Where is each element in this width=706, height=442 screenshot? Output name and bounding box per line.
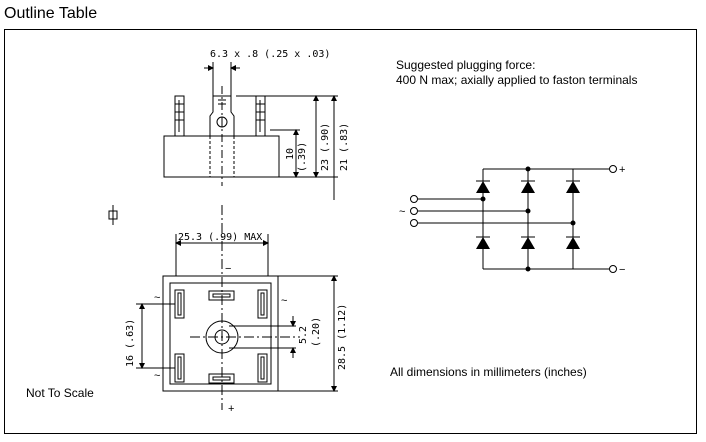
schematic-ac-label: ~ (399, 206, 405, 218)
diode-upper-2 (521, 180, 535, 193)
plugging-force-note: Suggested plugging force: 400 N max; axi… (396, 58, 637, 88)
diode-lower-2 (521, 236, 535, 249)
height-23-label: 23 (.90) (320, 123, 331, 171)
scale-note: Not To Scale (26, 386, 94, 400)
ac-symbol-top: ~ (154, 292, 160, 304)
left-16-label: 16 (.63) (125, 319, 136, 367)
top-view (136, 205, 338, 410)
side-view (163, 62, 338, 200)
diode-upper-1 (476, 180, 490, 193)
height-21-label: 21 (.83) (339, 123, 350, 171)
diode-upper-3 (566, 180, 580, 193)
page-title: Outline Table (4, 5, 98, 22)
schematic-plus-label: + (619, 164, 625, 176)
force-line-1: Suggested plugging force: (396, 58, 536, 72)
body-28-5-label: 28.5 (1.12) (337, 304, 348, 370)
force-line-2: 400 N max; axially applied to faston ter… (396, 73, 638, 87)
top-terminal-right-bottom (257, 353, 268, 383)
ac-symbol-right: ~ (281, 295, 287, 307)
diode-lower-1 (476, 236, 490, 249)
hole-5-2-label: 5.2 (298, 326, 309, 344)
hole-inch-label: (.20) (311, 317, 322, 347)
top-terminal-ac1 (174, 289, 185, 319)
bridge-schematic (410, 165, 617, 273)
plus-symbol-bottom: + (228, 403, 234, 415)
terminal-size-label: 6.3 x .8 (.25 x .03) (210, 49, 330, 60)
dimensions-note: All dimensions in millimeters (inches) (390, 365, 587, 379)
plus-terminal (609, 165, 617, 173)
height-10-label: 10 (285, 148, 296, 160)
ac-symbol-bottom: ~ (154, 370, 160, 382)
schematic-minus-label: − (619, 264, 625, 276)
diode-lower-3 (566, 236, 580, 249)
top-body-inner (169, 282, 272, 385)
width-label: 25.3 (.99) MAX (178, 232, 262, 243)
outline-frame (4, 29, 697, 434)
top-terminal-ac2 (174, 353, 185, 383)
datum-symbol (108, 205, 118, 225)
side-terminal-left (174, 95, 185, 137)
top-body-outer (162, 275, 279, 392)
minus-terminal (609, 265, 617, 273)
height-10-inch-label: (.39) (297, 142, 308, 172)
top-terminal-minus (257, 289, 268, 319)
minus-symbol-top: − (225, 263, 231, 275)
